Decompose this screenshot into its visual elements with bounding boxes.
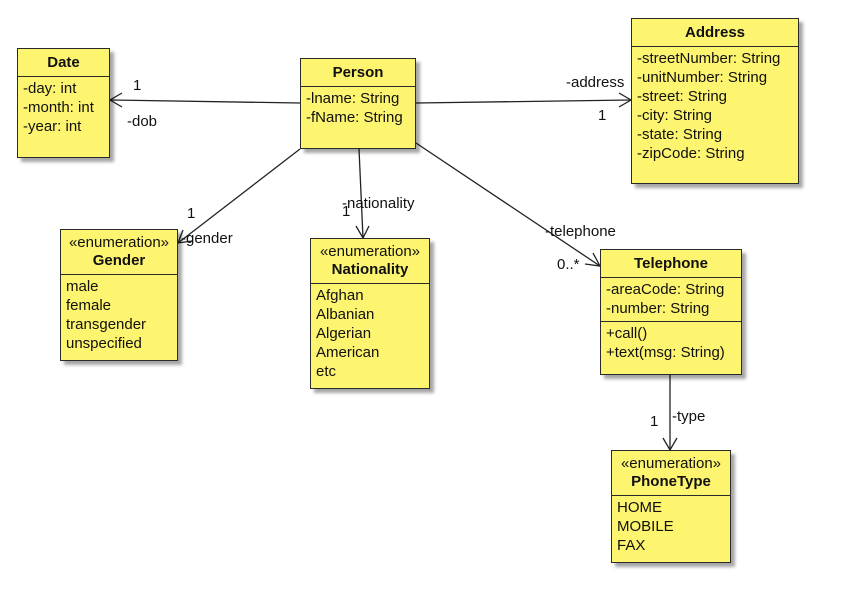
assoc-arrow-dob (108, 92, 123, 108)
class-person-attributes: -lname: String -fName: String (301, 87, 415, 130)
enum-phonetype[interactable]: «enumeration» PhoneType HOME MOBILE FAX (611, 450, 731, 563)
stereotype-label: «enumeration» (620, 455, 722, 472)
attribute: -streetNumber: String (637, 50, 781, 67)
enum-literal: HOME (617, 499, 662, 516)
attribute: -month: int (23, 99, 94, 116)
assoc-line-nationality (358, 148, 364, 239)
enum-literal: MOBILE (617, 518, 674, 535)
enum-literal: transgender (66, 316, 147, 333)
operation: +call() (606, 325, 648, 342)
enum-phonetype-header: «enumeration» PhoneType (612, 451, 730, 496)
class-person[interactable]: Person -lname: String -fName: String (300, 58, 416, 149)
attribute: -number: String (606, 300, 710, 317)
attribute: -year: int (23, 118, 82, 135)
enum-nationality-literals: Afghan Albanian Algerian American etc (311, 284, 429, 384)
multiplicity-dob: 1 (133, 77, 142, 94)
attribute: -unitNumber: String (637, 69, 768, 86)
assoc-line-gender (177, 148, 301, 244)
class-person-name: Person (332, 64, 384, 81)
assoc-arrow-gender (176, 229, 193, 244)
enum-gender-name: Gender (92, 252, 146, 269)
enum-literal: unspecified (66, 335, 142, 352)
enum-literal: female (66, 297, 112, 314)
role-type: -type (672, 408, 706, 425)
enum-gender[interactable]: «enumeration» Gender male female transge… (60, 229, 178, 361)
role-dob: -dob (127, 113, 158, 130)
class-telephone-operations: +call() +text(msg: String) (601, 321, 741, 365)
multiplicity-type: 1 (650, 413, 659, 430)
enum-gender-literals: male female transgender unspecified (61, 275, 177, 356)
stereotype-label: «enumeration» (68, 234, 170, 251)
assoc-line-dob (109, 99, 301, 104)
attribute: -state: String (637, 126, 723, 143)
enum-literal: Algerian (316, 325, 372, 342)
enum-literal: Afghan (316, 287, 364, 304)
attribute: -day: int (23, 80, 77, 97)
class-date-attributes: -day: int -month: int -year: int (18, 77, 109, 139)
attribute: -areaCode: String (606, 281, 725, 298)
attribute: -city: String (637, 107, 713, 124)
enum-literal: Albanian (316, 306, 375, 323)
enum-gender-header: «enumeration» Gender (61, 230, 177, 275)
class-address[interactable]: Address -streetNumber: String -unitNumbe… (631, 18, 799, 184)
enum-nationality-name: Nationality (331, 261, 409, 278)
assoc-line-telephone (415, 142, 601, 267)
attribute: -lname: String (306, 90, 400, 107)
class-telephone-header: Telephone (601, 250, 741, 278)
class-telephone-attributes: -areaCode: String -number: String (601, 278, 741, 321)
enum-phonetype-name: PhoneType (631, 473, 711, 490)
enum-literal: male (66, 278, 99, 295)
assoc-line-address (415, 99, 632, 104)
role-address: -address (566, 74, 625, 91)
stereotype-label: «enumeration» (319, 243, 421, 260)
role-gender: -gender (181, 230, 233, 247)
class-person-header: Person (301, 59, 415, 87)
attribute: -fName: String (306, 109, 403, 126)
role-nationality: -nationality (342, 195, 415, 212)
class-address-name: Address (684, 24, 746, 41)
enum-phonetype-literals: HOME MOBILE FAX (612, 496, 730, 558)
enum-nationality-header: «enumeration» Nationality (311, 239, 429, 284)
class-date-header: Date (18, 49, 109, 77)
enum-literal: American (316, 344, 380, 361)
class-address-header: Address (632, 19, 798, 47)
multiplicity-address: 1 (598, 107, 607, 124)
class-address-attributes: -streetNumber: String -unitNumber: Strin… (632, 47, 798, 166)
class-date[interactable]: Date -day: int -month: int -year: int (17, 48, 110, 158)
attribute: -street: String (637, 88, 728, 105)
class-telephone[interactable]: Telephone -areaCode: String -number: Str… (600, 249, 742, 375)
class-telephone-name: Telephone (634, 255, 708, 272)
multiplicity-telephone: 0..* (557, 256, 580, 273)
class-date-name: Date (47, 54, 80, 71)
enum-literal: FAX (617, 537, 646, 554)
multiplicity-gender: 1 (187, 205, 196, 222)
operation: +text(msg: String) (606, 344, 725, 361)
enum-literal: etc (316, 363, 337, 380)
attribute: -zipCode: String (637, 145, 745, 162)
multiplicity-nationality: 1 (342, 203, 351, 220)
enum-nationality[interactable]: «enumeration» Nationality Afghan Albania… (310, 238, 430, 389)
role-telephone: -telephone (545, 223, 616, 240)
